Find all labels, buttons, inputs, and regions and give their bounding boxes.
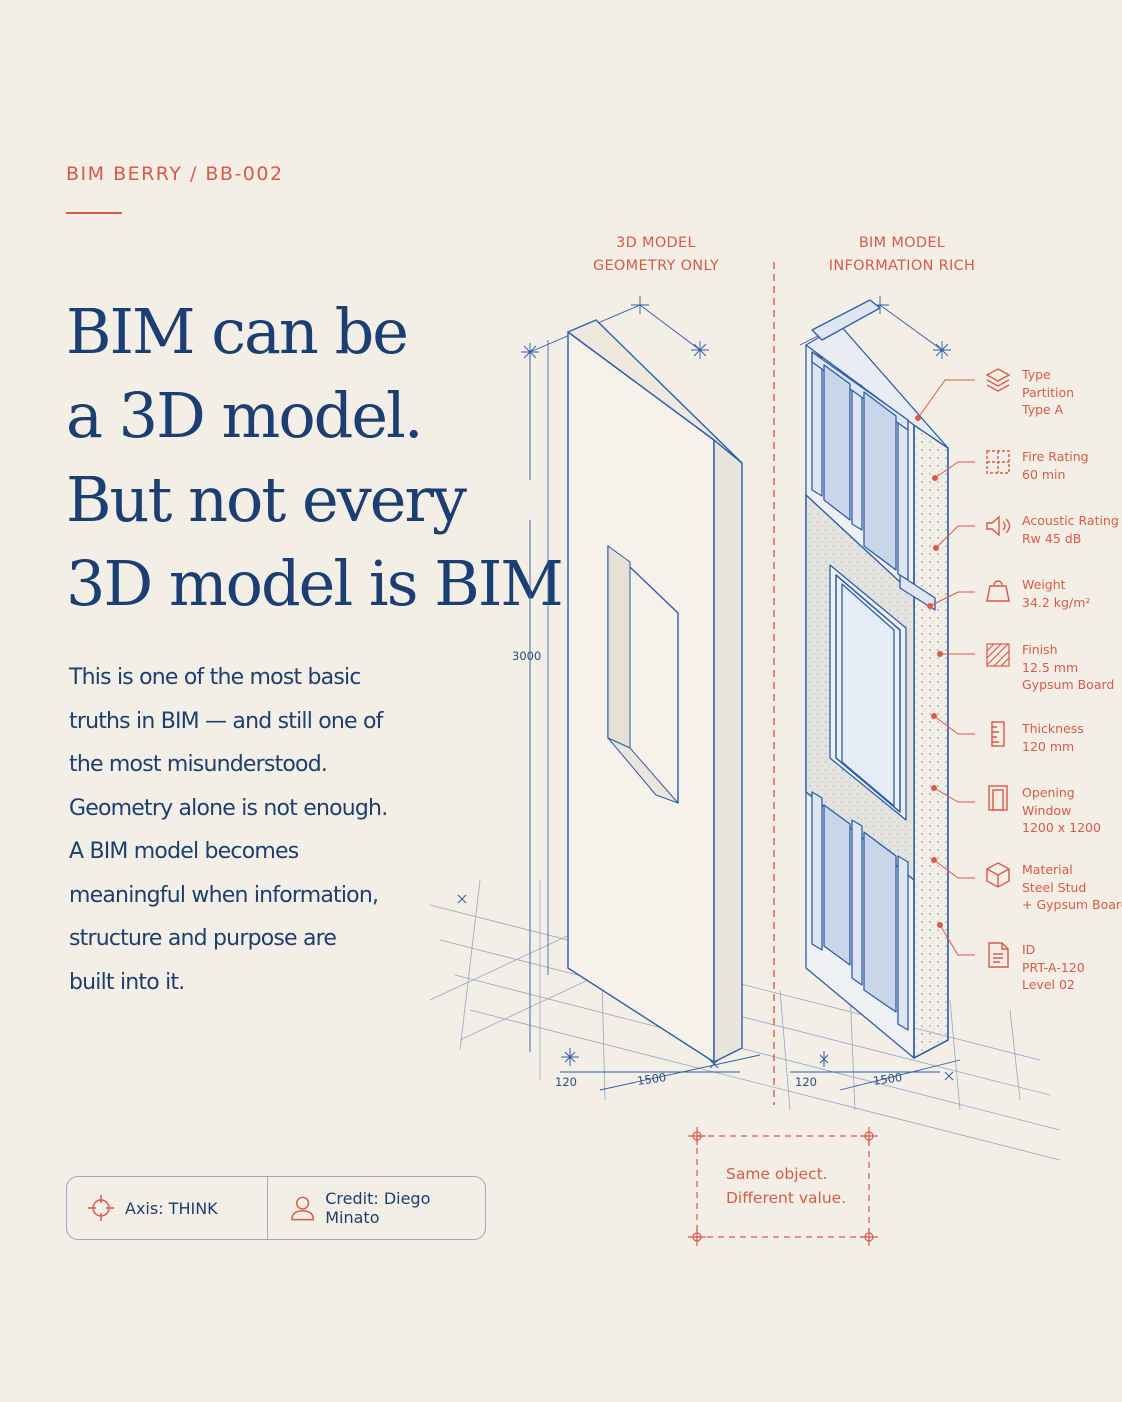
note-line: Same object.: [726, 1165, 828, 1183]
height-dimension: 3000: [512, 649, 542, 663]
attribute-type: Type Partition Type A: [984, 366, 1074, 419]
body-line: meaningful when information,: [69, 882, 379, 908]
attribute-line: Type A: [1022, 402, 1064, 417]
attribute-line: + Gypsum Board: [1022, 897, 1122, 912]
crosshair-icon: [88, 1195, 114, 1221]
body-line: A BIM model becomes: [69, 839, 299, 864]
attribute-line: Thickness: [1022, 721, 1084, 736]
layers-icon: [985, 368, 1011, 392]
attribute-opening: Opening Window 1200 x 1200: [984, 784, 1101, 837]
headline-line: BIM can be: [66, 295, 409, 368]
speaker-icon: [986, 515, 1011, 537]
body-line: the most misunderstood.: [69, 752, 328, 777]
headline-line: But not every: [66, 463, 467, 536]
body-line: structure and purpose are: [69, 926, 337, 951]
attribute-line: Weight: [1022, 577, 1066, 592]
person-icon: [291, 1196, 315, 1221]
footer-box: Axis: THINK Credit: Diego Minato: [66, 1176, 486, 1240]
attribute-line: Acoustic Rating: [1022, 513, 1119, 528]
attribute-line: Level 02: [1022, 977, 1075, 992]
plain-wall: [567, 319, 743, 1063]
attribute-line: PRT-A-120: [1022, 959, 1085, 975]
attribute-material: Material Steel Stud + Gypsum Board: [984, 861, 1122, 914]
attribute-finish: Finish 12.5 mm Gypsum Board: [984, 641, 1114, 694]
attribute-id: ID PRT-A-120 Level 02: [984, 941, 1085, 994]
attribute-line: Window: [1022, 802, 1072, 818]
attribute-line: 1200 x 1200: [1022, 820, 1101, 835]
note-line: Different value.: [726, 1189, 847, 1207]
attribute-line: Steel Stud: [1022, 879, 1087, 895]
attribute-line: Rw 45 dB: [1022, 530, 1082, 546]
right-column-subtitle: INFORMATION RICH: [828, 258, 976, 274]
note-text: Same object. Different value.: [726, 1162, 846, 1210]
attribute-fire-rating: Fire Rating 60 min: [984, 448, 1089, 483]
headline-line: 3D model is BIM.: [66, 547, 582, 620]
attribute-line: Partition: [1022, 384, 1075, 400]
left-column-label: 3D MODEL GEOMETRY ONLY: [570, 232, 742, 278]
attribute-weight: Weight 34.2 kg/m²: [984, 576, 1090, 611]
ruler-icon: [991, 721, 1005, 747]
document-icon: [988, 942, 1009, 968]
credit-label: Credit: Diego Minato: [325, 1189, 431, 1227]
door-icon: [988, 785, 1008, 811]
attribute-line: Type: [1022, 367, 1051, 382]
fire-rating-icon: [986, 450, 1010, 474]
body-line: built into it.: [69, 969, 185, 995]
axis-label: Axis: THINK: [125, 1198, 218, 1218]
brand-kicker: BIM BERRY / BB-002: [66, 163, 284, 185]
headline: BIM can be a 3D model. But not every 3D …: [66, 290, 582, 626]
attribute-line: Gypsum Board: [1022, 677, 1115, 692]
note-box: [688, 1127, 878, 1246]
credit-cell: Credit: Diego Minato: [268, 1177, 485, 1239]
left-column-subtitle: GEOMETRY ONLY: [592, 258, 720, 274]
body-line: truths in BIM — and still one of: [69, 708, 383, 734]
axis-cell: Axis: THINK: [67, 1177, 268, 1239]
left-column-title: 3D MODEL: [616, 235, 696, 251]
attribute-line: 34.2 kg/m²: [1022, 594, 1091, 610]
body-line: This is one of the most basic: [69, 665, 361, 690]
attribute-line: 12.5 mm: [1022, 659, 1079, 675]
right-column-label: BIM MODEL INFORMATION RICH: [812, 232, 992, 278]
attribute-thickness: Thickness 120 mm: [984, 720, 1084, 755]
cube-icon: [986, 862, 1010, 888]
right-thickness-dimension: 120: [795, 1075, 817, 1089]
attribute-acoustic-rating: Acoustic Rating Rw 45 dB: [984, 512, 1119, 547]
attribute-line: 120 mm: [1022, 738, 1075, 754]
attribute-line: ID: [1022, 942, 1036, 957]
attribute-line: Material: [1022, 862, 1073, 877]
hatch-icon: [986, 643, 1010, 667]
bim-wall: [805, 299, 949, 1059]
weight-icon: [986, 580, 1010, 602]
headline-line: a 3D model.: [66, 379, 424, 452]
right-column-title: BIM MODEL: [858, 235, 946, 251]
attribute-line: Fire Rating: [1022, 449, 1089, 464]
attribute-line: Opening: [1022, 785, 1075, 800]
attribute-line: 60 min: [1022, 466, 1066, 482]
body-paragraph: This is one of the most basic truths in …: [69, 656, 429, 1004]
body-line: Geometry alone is not enough.: [69, 795, 388, 821]
attribute-line: Finish: [1022, 642, 1058, 657]
left-thickness-dimension: 120: [555, 1075, 577, 1089]
kicker-rule: [66, 212, 122, 214]
floor-grid: [429, 879, 1061, 1161]
